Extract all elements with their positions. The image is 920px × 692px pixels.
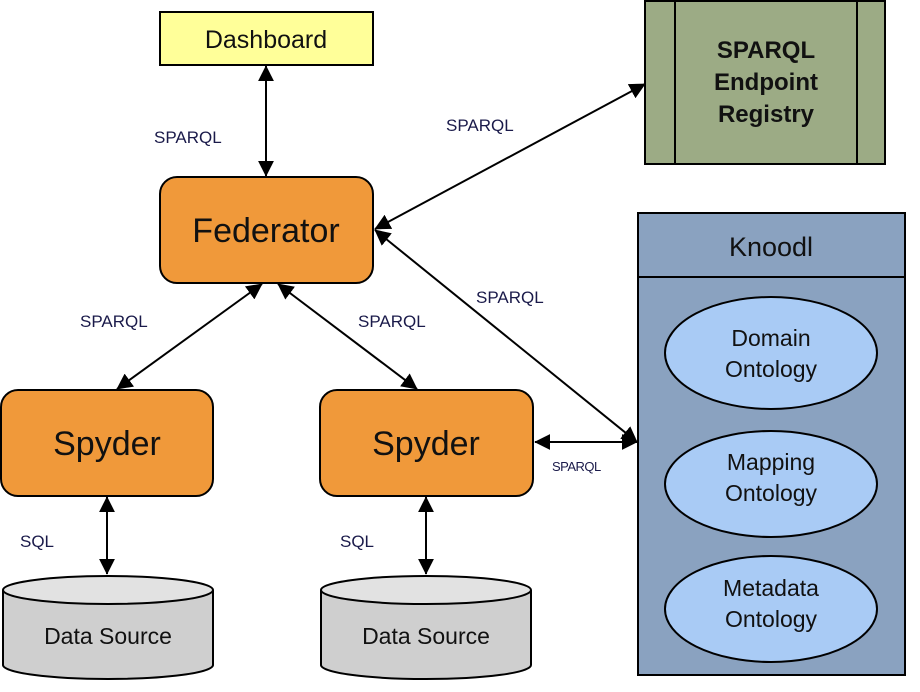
- node-data-source-right[interactable]: Data Source: [320, 575, 532, 680]
- edge-label: SPARQL: [476, 288, 544, 307]
- ontology-mapping[interactable]: Mapping Ontology: [664, 430, 878, 538]
- edge-federator-spyder-left: SPARQL: [80, 283, 263, 390]
- node-spyder-right[interactable]: Spyder: [319, 389, 534, 497]
- dashboard-box: [159, 11, 374, 66]
- edge-label: SPARQL: [358, 312, 426, 331]
- ontology-label-line1: Domain: [731, 325, 810, 351]
- data-source-label: Data Source: [362, 623, 490, 649]
- edge-label: SPARQL: [80, 312, 148, 331]
- connector-line: [374, 83, 646, 230]
- registry-box: [644, 0, 886, 165]
- edge-label: SPARQL: [552, 459, 601, 474]
- knoodl-title: Knoodl: [729, 232, 813, 262]
- cylinder-top: [320, 575, 532, 605]
- edge-federator-registry: SPARQL: [374, 83, 646, 230]
- spyder-label: Spyder: [53, 425, 161, 463]
- edge-spyder-right-knoodl: SPARQL: [534, 434, 638, 474]
- registry-label-line3: Registry: [718, 101, 815, 128]
- cylinder-body: [1, 590, 214, 680]
- spyder-label: Spyder: [372, 425, 480, 463]
- edge-spyder-left-datasource: SQL: [20, 496, 115, 575]
- ontology-domain[interactable]: Domain Ontology: [664, 296, 878, 410]
- ontology-label-line1: Metadata: [723, 575, 819, 601]
- edge-label: SPARQL: [154, 128, 222, 147]
- federator-box: [159, 176, 374, 284]
- data-source-label: Data Source: [44, 623, 172, 649]
- node-spyder-left[interactable]: Spyder: [0, 389, 214, 497]
- ontology-ellipse: [664, 555, 878, 663]
- connector-line: [277, 283, 418, 390]
- edge-label: SQL: [340, 532, 374, 551]
- edge-dashboard-federator: SPARQL: [154, 65, 274, 177]
- federator-label: Federator: [192, 212, 339, 250]
- cylinder-body: [320, 590, 532, 680]
- ontology-label-line2: Ontology: [725, 480, 818, 506]
- node-data-source-left[interactable]: Data Source: [1, 575, 214, 680]
- edge-federator-knoodl: SPARQL: [374, 229, 638, 443]
- ontology-label-line1: Mapping: [727, 449, 815, 475]
- node-knoodl[interactable]: Knoodl Domain Ontology Mapping Ontology …: [637, 212, 906, 676]
- spyder-box: [0, 389, 214, 497]
- node-sparql-endpoint-registry[interactable]: SPARQL Endpoint Registry: [644, 0, 886, 165]
- connector-line: [116, 283, 263, 390]
- edge-spyder-right-datasource: SQL: [340, 496, 434, 575]
- registry-label-line1: SPARQL: [717, 37, 815, 64]
- ontology-metadata[interactable]: Metadata Ontology: [664, 555, 878, 663]
- spyder-box: [319, 389, 534, 497]
- ontology-label-line2: Ontology: [725, 606, 818, 632]
- ontology-ellipse: [664, 430, 878, 538]
- ontology-ellipse: [664, 296, 878, 410]
- ontology-label-line2: Ontology: [725, 356, 818, 382]
- edge-federator-spyder-right: SPARQL: [277, 283, 426, 390]
- cylinder-top: [2, 575, 214, 605]
- edge-label: SQL: [20, 532, 54, 551]
- registry-label-line2: Endpoint: [714, 69, 818, 96]
- node-dashboard[interactable]: Dashboard: [159, 11, 374, 66]
- node-federator[interactable]: Federator: [159, 176, 374, 284]
- connector-line: [374, 229, 638, 443]
- dashboard-label: Dashboard: [205, 26, 327, 54]
- edge-label: SPARQL: [446, 116, 514, 135]
